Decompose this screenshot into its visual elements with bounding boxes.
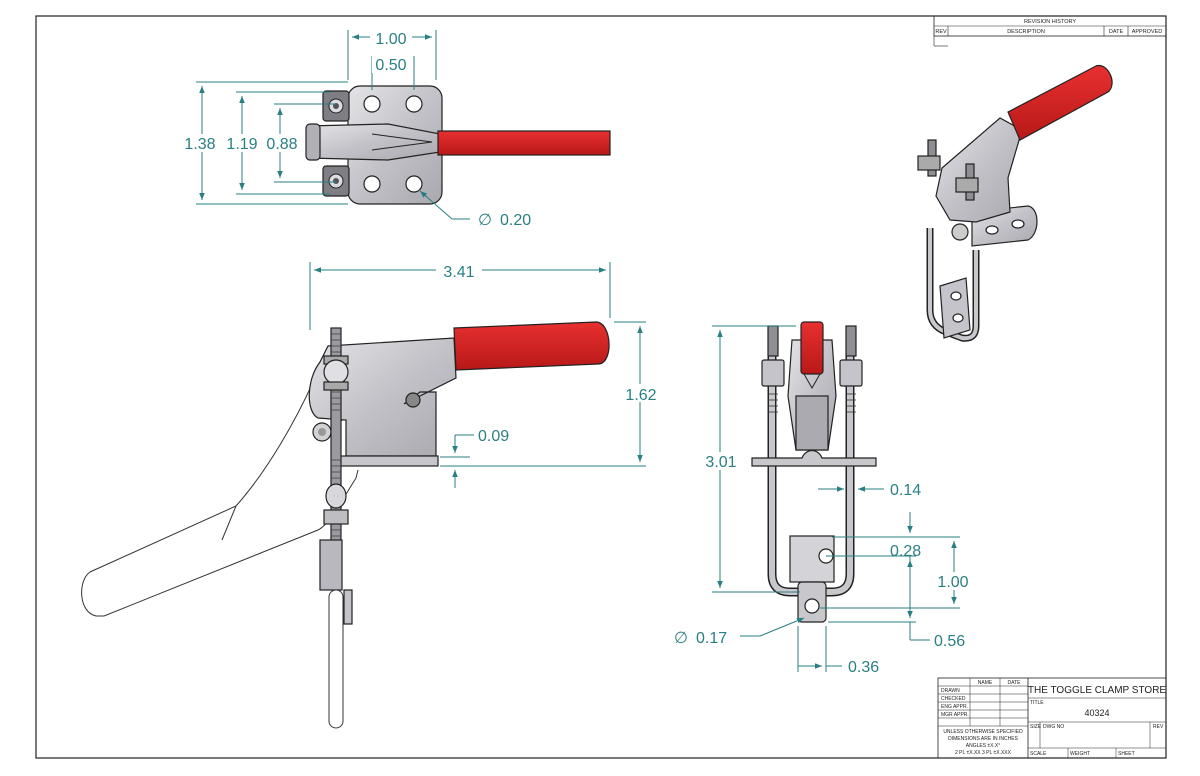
hook-hole — [804, 598, 820, 614]
title-note-4: 2 PL ±X.XX 3 PL ±X.XXX — [955, 750, 1012, 756]
dim-side-length: 3.41 — [443, 264, 474, 281]
dim-top-height-outer: 1.38 — [184, 136, 215, 153]
revision-block: REVISION HISTORY REV DESCRIPTION DATE AP… — [933, 15, 1167, 47]
title-row-mgr: MGR APPR. — [941, 712, 969, 718]
revision-col-approved: APPROVED — [1132, 29, 1163, 35]
dim-top-height-mid: 1.19 — [226, 136, 257, 153]
dim-front-hook-width: 0.36 — [848, 659, 879, 676]
title-note-1: UNLESS OTHERWISE SPECIFIED — [943, 729, 1023, 735]
dim-top-height-inner: 0.88 — [266, 136, 297, 153]
handle-grip — [1007, 65, 1113, 141]
dim-front-hook-hole-dia: 0.17 — [696, 630, 727, 647]
title-note-3: ANGLES ±X.X° — [966, 743, 1000, 749]
hex-nut — [839, 359, 863, 387]
title-row-eng: ENG APPR. — [941, 704, 968, 710]
iso-hook-plate — [939, 277, 971, 339]
dwg-label: DWG NO — [1043, 724, 1064, 730]
u-bolt-leg — [328, 589, 344, 729]
dim-front-hook-offset: 0.56 — [934, 633, 965, 650]
title-col-date: DATE — [1008, 680, 1022, 686]
revision-history-title: REVISION HISTORY — [1024, 19, 1076, 25]
mounting-hole — [363, 175, 381, 193]
handle-grip — [800, 321, 824, 375]
dim-front-rod-dia: 0.14 — [890, 482, 921, 499]
weight-label: WEIGHT — [1070, 751, 1090, 757]
rev-label: REV — [1153, 724, 1164, 730]
title-row-drawn: DRAWN — [941, 688, 960, 694]
title-block: NAME DATE DRAWN CHECKED ENG APPR. MGR AP… — [937, 677, 1167, 759]
company-name: THE TOGGLE CLAMP STORE — [1028, 685, 1167, 696]
revision-col-rev: REV — [935, 29, 947, 35]
base-flange — [751, 449, 877, 467]
title-row-checked: CHECKED — [941, 696, 966, 702]
dim-front-hook-len: 1.00 — [937, 574, 968, 591]
handle-grip — [453, 321, 610, 371]
handle-grip — [437, 130, 611, 156]
iso-body — [935, 117, 1023, 223]
diameter-symbol: ∅ — [674, 630, 688, 647]
mounting-hole — [363, 95, 381, 113]
mounting-hole — [405, 95, 423, 113]
base-flange — [335, 455, 439, 467]
isometric-view — [917, 65, 1113, 342]
part-number: 40324 — [1084, 708, 1109, 718]
dim-top-hole-dia: 0.20 — [500, 212, 531, 229]
sheet-border — [35, 15, 1167, 759]
scale-label: SCALE — [1030, 751, 1047, 757]
mounting-hole — [405, 175, 423, 193]
dim-front-height: 3.01 — [705, 454, 736, 471]
side-view: 3.41 1.62 0.09 — [81, 262, 664, 729]
dim-side-base-thk: 0.09 — [478, 428, 509, 445]
revision-col-description: DESCRIPTION — [1007, 29, 1045, 35]
top-view: 1.00 0.50 1.38 1.19 0.88 ∅ 0.20 — [180, 28, 611, 229]
revision-col-date: DATE — [1109, 29, 1124, 35]
dim-top-width-outer: 1.00 — [375, 31, 406, 48]
title-note-2: DIMENSIONS ARE IN INCHES — [948, 736, 1018, 742]
dim-top-width-inner: 0.50 — [375, 57, 406, 74]
hex-nut — [761, 359, 785, 387]
title-col-name: NAME — [978, 680, 993, 686]
front-view: 3.01 0.14 0.28 1.00 0.56 ∅ 0.17 0.36 — [674, 321, 976, 676]
latch-plate — [319, 539, 343, 591]
size-label: SIZE — [1030, 724, 1042, 730]
sheet-label: SHEET — [1118, 751, 1135, 757]
dim-side-height: 1.62 — [625, 387, 656, 404]
title-label: TITLE — [1030, 700, 1044, 706]
dim-front-hole-spacing: 0.28 — [890, 543, 921, 560]
diameter-symbol: ∅ — [478, 212, 492, 229]
